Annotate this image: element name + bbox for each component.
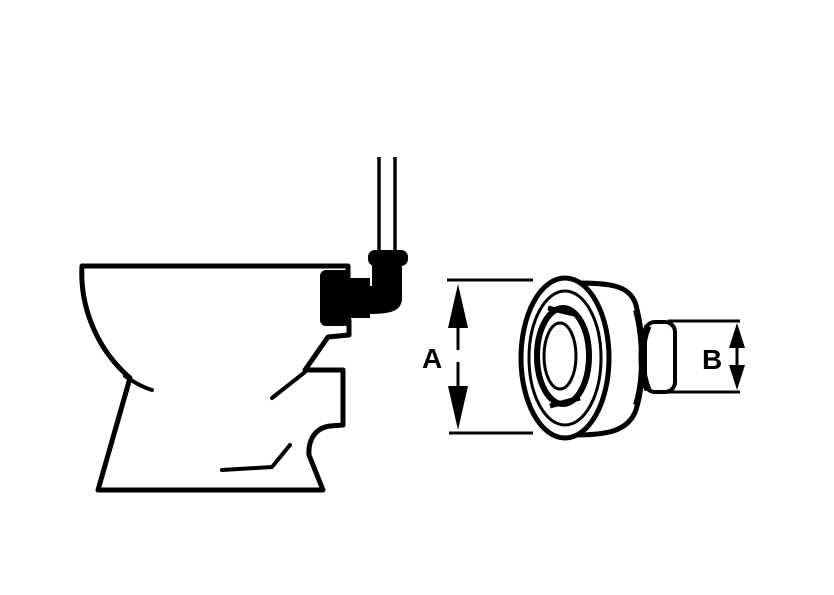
toilet-base-line: [220, 443, 292, 472]
dimension-b-label: B: [702, 344, 722, 375]
arrow-down-icon: [729, 365, 745, 390]
arrow-down-icon: [448, 386, 468, 430]
toilet-bowl-outline: [79, 263, 352, 493]
dimension-a-label: A: [422, 343, 442, 374]
pan-connector-component: [518, 275, 677, 441]
connector-sleeve: [320, 270, 350, 326]
dimension-a: [447, 278, 533, 435]
elbow-cap: [368, 250, 408, 266]
flush-pipe-connector: [320, 157, 408, 326]
toilet-trap-line: [270, 370, 307, 400]
toilet-illustration: [79, 263, 352, 493]
dimension-b: [668, 319, 745, 394]
connector-collar: [348, 278, 370, 318]
pipe-elbow: [366, 262, 402, 314]
arrow-up-icon: [448, 284, 468, 328]
arrow-up-icon: [729, 323, 745, 348]
toilet-bowl-flare: [123, 374, 154, 392]
connector-bore: [542, 321, 578, 391]
connector-spigot: [643, 320, 677, 394]
